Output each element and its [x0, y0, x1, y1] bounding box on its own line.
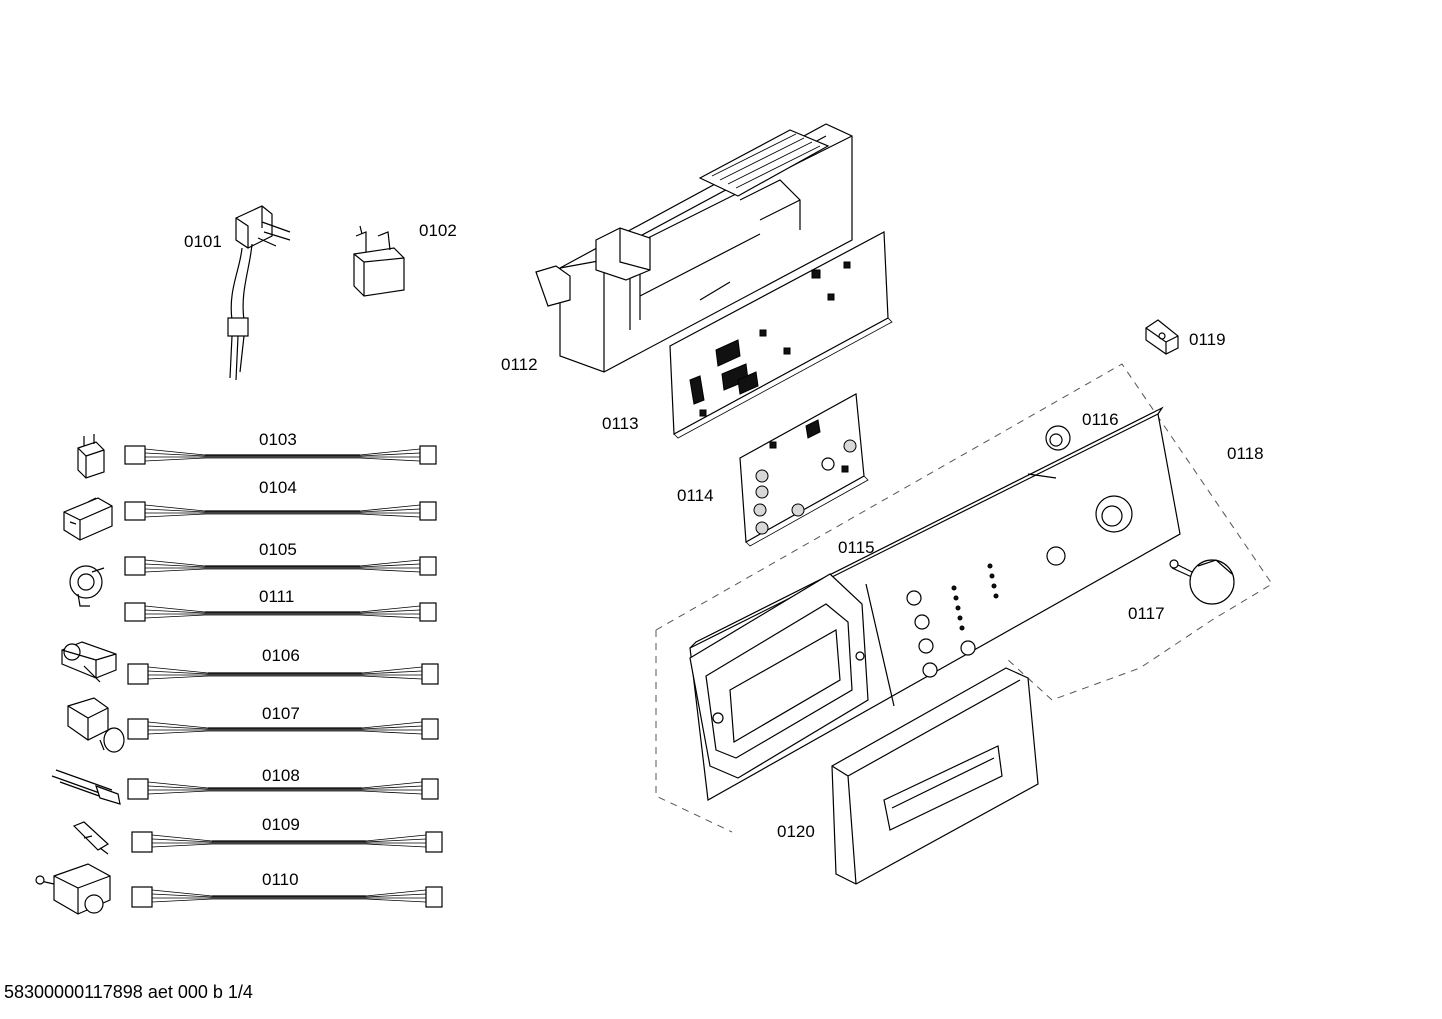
- label-0114: 0114: [677, 486, 714, 505]
- label-0119: 0119: [1189, 330, 1226, 349]
- label-0112: 0112: [501, 355, 538, 374]
- label-0120: 0120: [777, 822, 815, 841]
- label-0113: 0113: [602, 414, 639, 433]
- control-module-frame: [535, 123, 853, 373]
- label-0106: 0106: [262, 646, 300, 665]
- label-0104: 0104: [259, 478, 297, 497]
- dispenser-drawer-handle: [831, 667, 1039, 885]
- mains-cable-plug: [227, 205, 291, 381]
- label-0118: 0118: [1227, 444, 1264, 463]
- display-pcb: [739, 393, 869, 547]
- label-0108: 0108: [262, 766, 300, 785]
- label-0117: 0117: [1128, 604, 1165, 623]
- label-0102: 0102: [419, 221, 457, 240]
- label-0103: 0103: [259, 430, 297, 449]
- main-pcb: [669, 231, 893, 439]
- fascia-panel: [689, 406, 1181, 801]
- wiring-harnesses: [124, 445, 443, 908]
- clip: [1145, 319, 1179, 355]
- component-icons: [35, 434, 125, 915]
- label-0109: 0109: [262, 815, 300, 834]
- label-0111: 0111: [259, 587, 295, 606]
- label-0101: 0101: [184, 232, 222, 251]
- light-guide: [1045, 425, 1071, 451]
- label-0105: 0105: [259, 540, 297, 559]
- label-0107: 0107: [262, 704, 300, 723]
- selector-knob: [1169, 559, 1235, 605]
- suppressor-filter: [353, 225, 405, 297]
- label-0116: 0116: [1082, 410, 1119, 429]
- label-0115: 0115: [838, 538, 875, 557]
- document-reference: 58300000117898 aet 000 b 1/4: [4, 982, 253, 1002]
- label-0110: 0110: [262, 870, 299, 889]
